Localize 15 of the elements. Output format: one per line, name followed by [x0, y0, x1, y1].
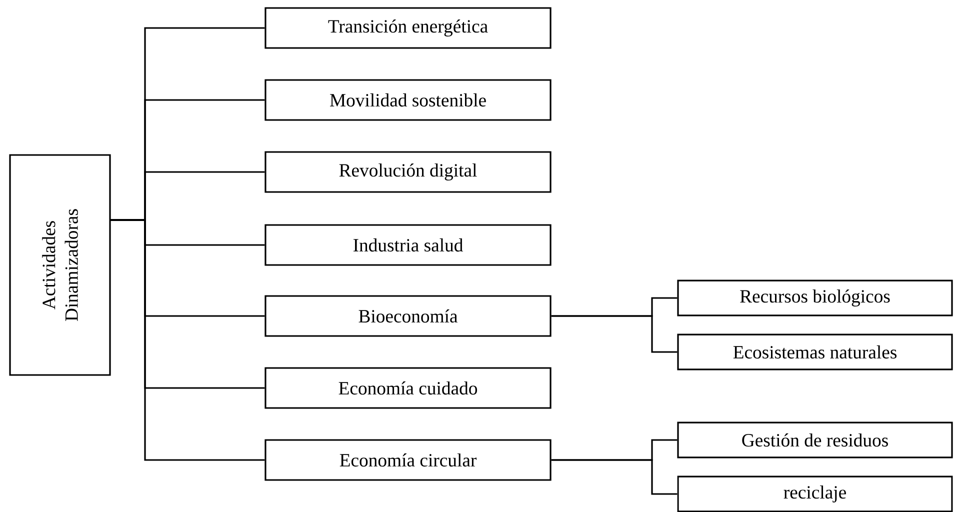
- topic-box: Movilidad sostenible: [264, 79, 552, 121]
- connector-line: [551, 315, 678, 353]
- topic-box: Economía circular: [264, 439, 552, 481]
- topic-box: reciclaje: [677, 476, 953, 512]
- topic-box: Economía cuidado: [264, 367, 552, 409]
- topic-box: Bioeconomía: [264, 295, 552, 337]
- topic-box: Ecosistemas naturales: [677, 334, 953, 370]
- category-box: Actividades Dinamizadoras: [9, 154, 111, 376]
- topic-box: Recursos biológicos: [677, 280, 953, 316]
- topic-box: Industria salud: [264, 224, 552, 266]
- topic-box: Gestión de residuos: [677, 422, 953, 458]
- connector-line: [110, 219, 265, 461]
- topic-box: Revolución digital: [264, 151, 552, 193]
- connector-line: [551, 459, 678, 495]
- topic-box: Transición energética: [264, 7, 552, 49]
